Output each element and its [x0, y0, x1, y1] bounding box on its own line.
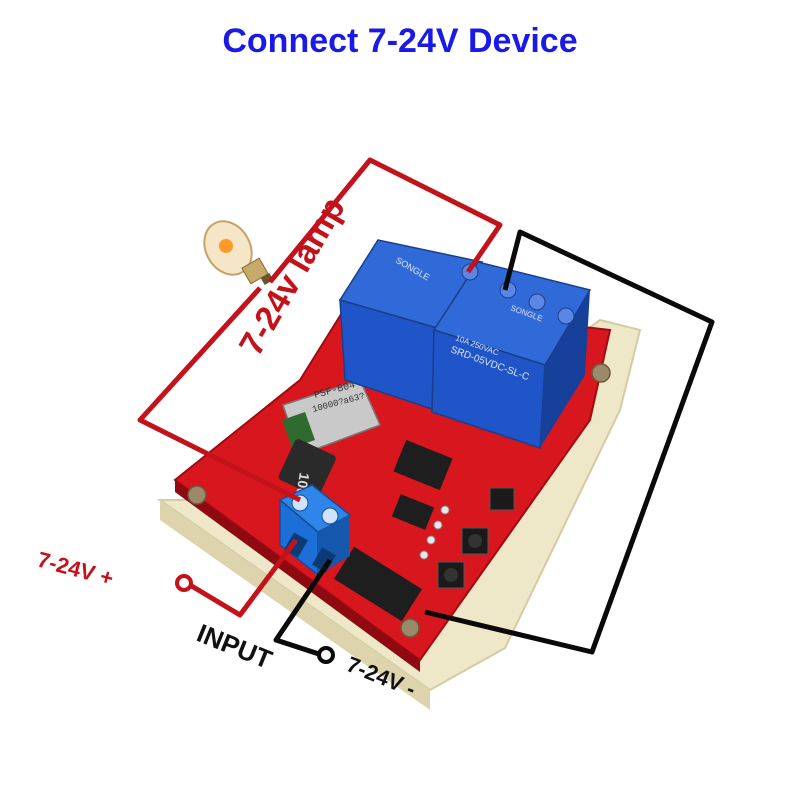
positive-label: 7-24V +	[35, 547, 116, 591]
ic-chip	[334, 546, 422, 622]
push-button	[489, 487, 515, 511]
screw-icon	[591, 363, 611, 383]
screw-icon	[400, 618, 420, 638]
black-wire-input	[273, 558, 333, 658]
red-wire-lamp	[137, 286, 302, 503]
inductor	[278, 439, 336, 497]
input-label: INPUT	[193, 618, 277, 675]
wifi-antenna	[282, 412, 315, 448]
ic-chip	[393, 439, 453, 491]
relay-terminals	[461, 263, 575, 325]
pin-header	[419, 505, 450, 560]
relay-2	[431, 261, 592, 450]
lamp-icon	[203, 220, 274, 285]
red-wire-top	[268, 157, 503, 284]
red-wire-input	[188, 538, 299, 618]
acrylic-base-edge	[160, 500, 430, 710]
pcb-edge	[175, 480, 420, 672]
push-button-cap	[444, 568, 458, 582]
screw-icon	[187, 485, 207, 505]
input-terminal-block	[278, 484, 352, 577]
positive-terminal-dot	[175, 574, 193, 592]
page-title: Connect 7-24V Device	[222, 22, 578, 60]
negative-terminal-dot	[317, 646, 335, 664]
push-button-cap	[468, 534, 482, 548]
black-wire-relay	[424, 229, 715, 655]
ic-chip	[391, 494, 435, 530]
